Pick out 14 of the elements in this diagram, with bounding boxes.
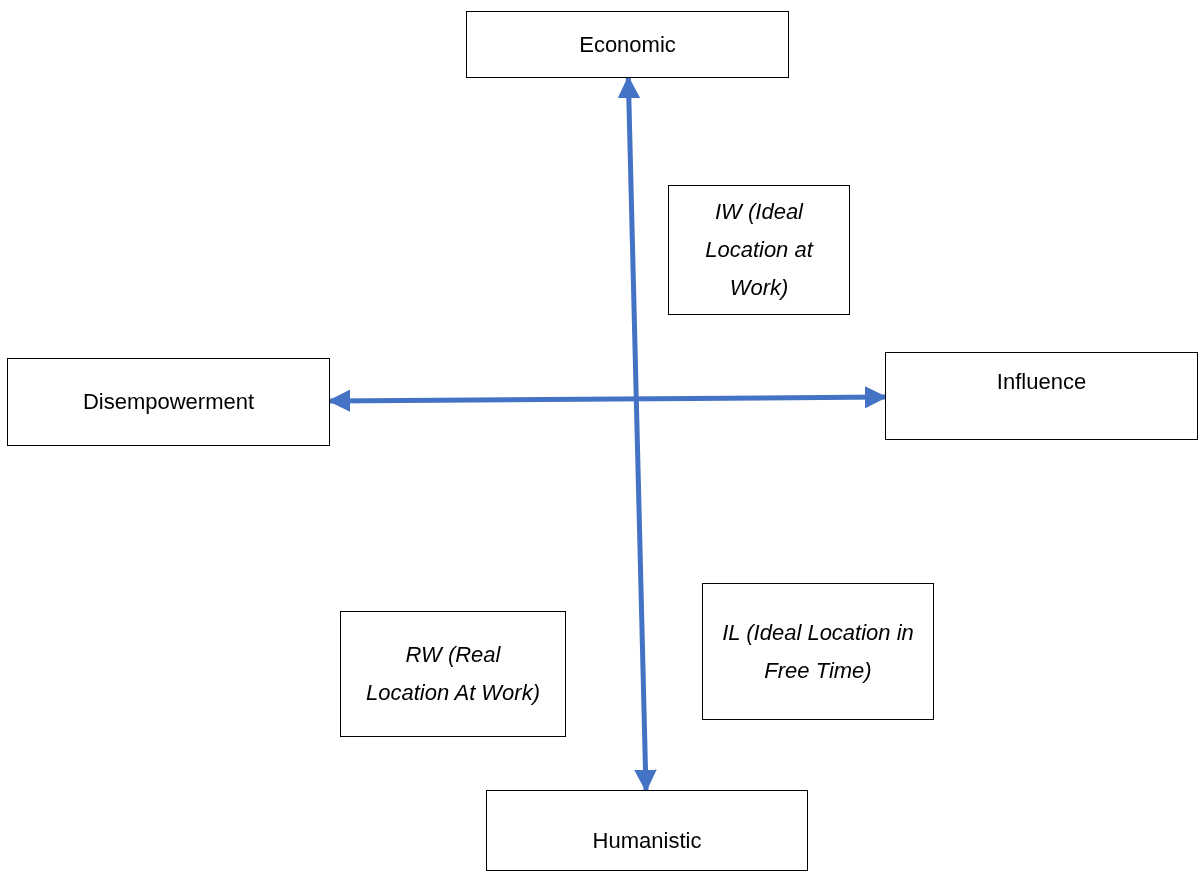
text-box <box>466 11 789 78</box>
text-box <box>486 790 808 871</box>
text-box <box>885 352 1198 440</box>
box-label: IW (Ideal Location at Work) <box>704 198 815 302</box>
box-label: Disempowerment <box>82 388 255 416</box>
box-label: IL (Ideal Location in Free Time) <box>721 618 915 685</box>
text-box <box>668 185 850 315</box>
text-box <box>340 611 566 737</box>
text-box <box>7 358 330 446</box>
box-label: Influence <box>996 368 1087 396</box>
box-label: Humanistic <box>592 827 702 855</box>
box-label: RW (Real Location At Work) <box>365 641 541 707</box>
box-label: Economic <box>579 30 676 59</box>
text-box <box>702 583 934 720</box>
